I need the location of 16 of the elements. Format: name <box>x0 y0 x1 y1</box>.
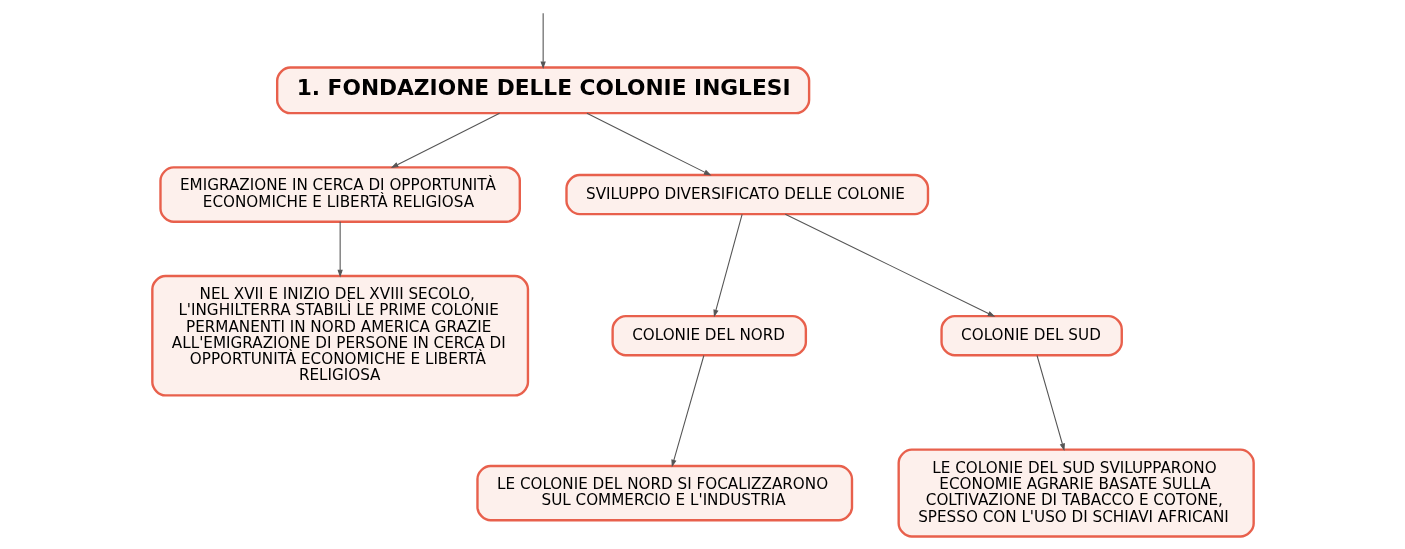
node-box: EMIGRAZIONE IN CERCA DI OPPORTUNITÀ ECONOMICHE E LIBERTÀ RELIGIOSA <box>158 166 521 223</box>
node-box: SVILUPPO DIVERSIFICATO DELLE COLONIE <box>564 173 929 216</box>
node-box: LE COLONIE DEL NORD SI FOCALIZZARONO SUL COMMERCIO E L'INDUSTRIA <box>475 464 853 522</box>
node-box: 1. FONDAZIONE DELLE COLONIE INGLESI <box>275 66 810 115</box>
arrow <box>712 213 743 318</box>
arrow <box>670 354 704 468</box>
arrow <box>390 112 500 169</box>
node-box: NEL XVII E INIZIO DEL XVIII SECOLO, L'INGHILTERRA STABILÌ LE PRIME COLONIE PERMANENTI IN NORD AMERICA GRAZIE ALL'EMIGRAZIONE DI PERSONE IN CERCA DI OPPORTUNITÀ ECONOMICHE E LIBERTÀ RELIGIOSA <box>150 274 529 397</box>
arrow <box>585 112 711 176</box>
node-box: COLONIE DEL SUD <box>939 314 1123 357</box>
node-box: LE COLONIE DEL SUD SVILUPPARONO ECONOMIE AGRARIE BASATE SULLA COLTIVAZIONE DI TABACCO E COTONE, SPESSO CON L'USO DI SCHIAVI AFRICANI <box>896 448 1255 538</box>
arrow <box>1036 354 1065 452</box>
arrow <box>784 213 995 317</box>
arrow <box>337 221 343 278</box>
node-box: COLONIE DEL NORD <box>610 314 807 357</box>
arrow <box>540 12 546 70</box>
